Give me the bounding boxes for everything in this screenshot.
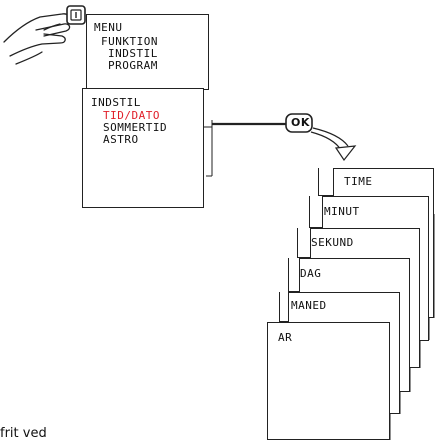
hand-icon (3, 13, 71, 65)
connector-line (204, 120, 286, 177)
menu-screen (86, 14, 209, 90)
tab-maned (279, 292, 289, 322)
settings-screen-title: INDSTIL (91, 96, 141, 109)
menu-button-icon (66, 5, 86, 25)
card-ar (267, 322, 390, 440)
card-label-ar: AR (278, 331, 293, 344)
ok-button-label: OK (291, 116, 310, 129)
settings-item-sommertid: SOMMERTID (103, 121, 168, 134)
card-label-time: TIME (344, 175, 373, 188)
card-label-minut: MINUT (324, 205, 360, 218)
curved-arrow-icon (310, 127, 357, 162)
settings-item-tid-dato: TID/DATO (103, 109, 160, 122)
card-label-sekund: SEKUND (311, 236, 354, 249)
settings-item-astro: ASTRO (103, 133, 139, 146)
tab-minut (309, 196, 323, 228)
menu-item-indstil: INDSTIL (108, 47, 158, 60)
menu-item-funktion: FUNKTION (101, 35, 158, 48)
ok-button (285, 113, 313, 133)
caption-text: frit ved (0, 426, 47, 441)
tab-time (318, 168, 334, 196)
menu-screen-title: MENU (94, 21, 123, 34)
menu-item-program: PROGRAM (108, 59, 158, 72)
settings-screen (82, 88, 204, 208)
tab-dag (288, 258, 300, 292)
card-label-dag: DAG (300, 267, 322, 280)
tab-sekund (297, 228, 311, 258)
card-label-maned: MANED (291, 299, 327, 312)
